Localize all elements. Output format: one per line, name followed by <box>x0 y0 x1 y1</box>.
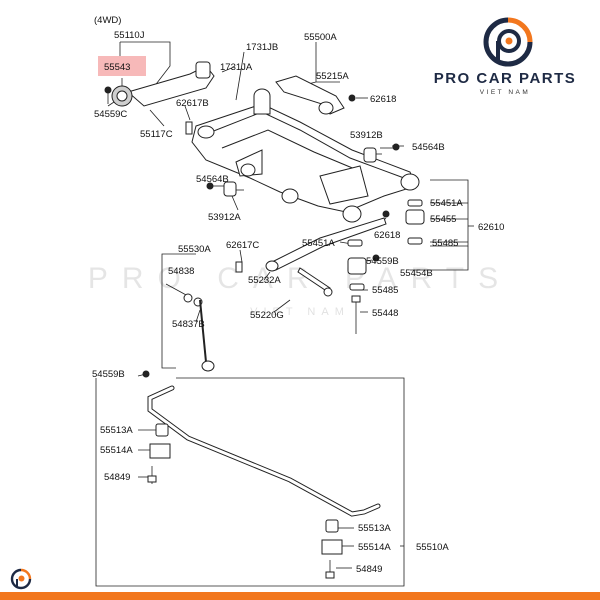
label-1731JB: 1731JB <box>246 42 278 53</box>
footer-accent-bar <box>0 592 600 600</box>
label-55513A-right: 55513A <box>358 523 391 534</box>
mounting-hardware <box>206 143 425 334</box>
label-1731JA: 1731JA <box>220 62 253 73</box>
label-55485-bottom: 55485 <box>372 285 398 296</box>
highlight-55543 <box>98 56 146 76</box>
label-54564B-left: 54564B <box>196 174 229 185</box>
label-62617C: 62617C <box>226 240 259 251</box>
stabilizer-link-55530A <box>142 293 215 378</box>
label-55232A: 55232A <box>248 275 281 286</box>
label-55215A: 55215A <box>316 71 349 82</box>
trailing-arm-55500A <box>275 75 356 115</box>
label-55455: 55455 <box>430 214 456 225</box>
label-54837B: 54837B <box>172 319 205 330</box>
label-55530A: 55530A <box>178 244 211 255</box>
label-55513A-left: 55513A <box>100 425 133 436</box>
label-62618-top: 62618 <box>370 94 396 105</box>
label-55110J: 55110J <box>114 30 145 41</box>
label-53912B: 53912B <box>350 130 383 141</box>
label-54559B-right: 54559B <box>366 256 399 267</box>
label-54849-left: 54849 <box>104 472 130 483</box>
label-55485-top: 55485 <box>432 238 458 249</box>
label-54559C: 54559C <box>94 109 127 120</box>
pcp-mini-logo-icon <box>10 568 32 590</box>
label-55543: 55543 <box>104 62 130 73</box>
label-54849-right: 54849 <box>356 564 382 575</box>
label-54559B-left: 54559B <box>92 369 125 380</box>
label-55510A: 55510A <box>416 542 449 553</box>
label-55514A-right: 55514A <box>358 542 391 553</box>
variant-label: (4WD) <box>94 15 121 26</box>
label-55454B: 55454B <box>400 268 433 279</box>
lateral-link-55220G <box>235 217 387 297</box>
brand-tagline: VIET NAM <box>479 89 531 96</box>
label-53912A: 53912A <box>208 212 241 223</box>
label-54838: 54838 <box>168 266 194 277</box>
brand-name: PRO CAR PARTS <box>433 70 577 87</box>
label-55514A-left: 55514A <box>100 445 133 456</box>
part-labels: (4WD) 55110J 55543 54559C 55117C 62617B … <box>92 15 504 575</box>
label-55220G: 55220G <box>250 310 284 321</box>
label-54564B-right: 54564B <box>412 142 445 153</box>
label-62610: 62610 <box>478 222 504 233</box>
label-55451A-right: 55451A <box>430 198 463 209</box>
label-62618-mid: 62618 <box>374 230 400 241</box>
label-55448: 55448 <box>372 308 398 319</box>
bolt-62617B <box>185 121 193 135</box>
label-62617B: 62617B <box>176 98 209 109</box>
rear-crossmember <box>191 88 420 223</box>
upper-control-arm <box>104 61 215 135</box>
stabilizer-bar-55510A <box>147 385 381 579</box>
label-55451A-left: 55451A <box>302 238 335 249</box>
pcp-logo-icon <box>483 17 533 67</box>
label-55117C: 55117C <box>140 129 173 140</box>
label-55500A: 55500A <box>304 32 337 43</box>
